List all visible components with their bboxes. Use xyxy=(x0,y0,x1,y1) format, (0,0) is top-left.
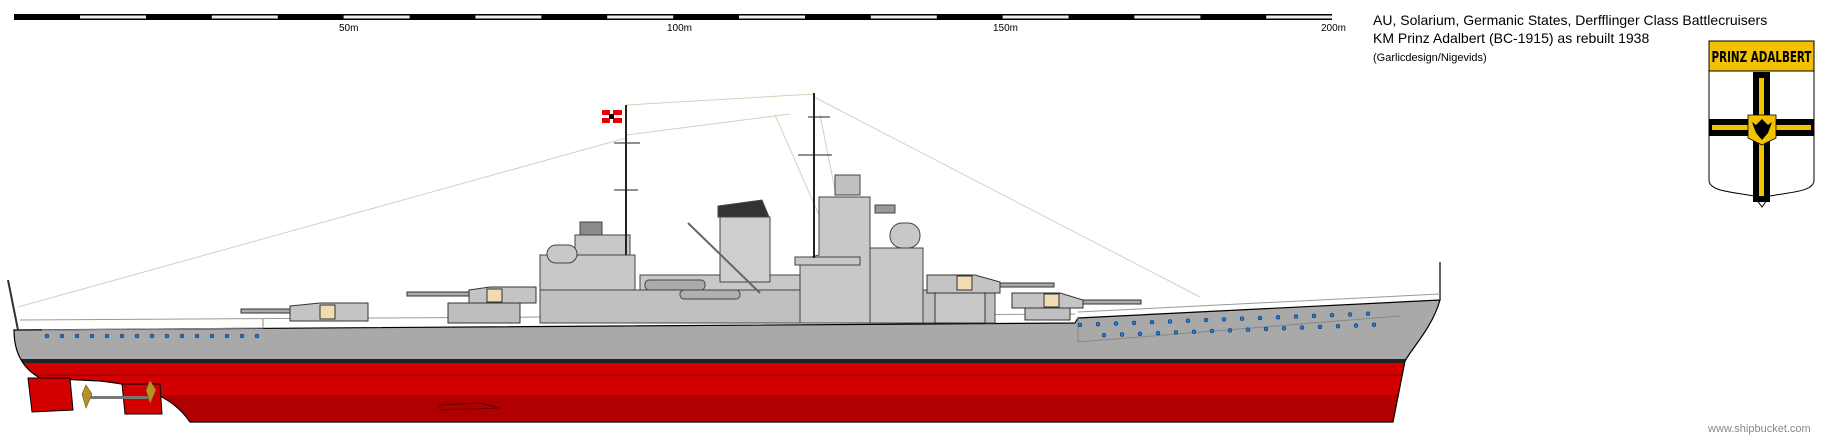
porthole xyxy=(104,333,110,339)
porthole xyxy=(1257,315,1263,321)
porthole xyxy=(1329,312,1335,318)
porthole xyxy=(1347,312,1353,317)
scale-bar-segment xyxy=(607,15,674,19)
porthole xyxy=(74,333,80,339)
scale-bar-segment xyxy=(870,15,937,19)
scale-label-100m: 100m xyxy=(667,23,692,34)
porthole xyxy=(1095,321,1101,327)
porthole xyxy=(1149,319,1155,325)
porthole xyxy=(1155,330,1161,336)
porthole xyxy=(209,333,215,339)
porthole xyxy=(1101,332,1107,338)
funnel-cap xyxy=(717,199,770,218)
ship-crest: PRINZ ADALBERT xyxy=(1708,40,1815,208)
rudders-and-propellers xyxy=(27,377,163,415)
porthole xyxy=(1335,323,1341,329)
porthole xyxy=(224,333,230,339)
main-director xyxy=(834,174,861,196)
turret-bruno xyxy=(926,274,1055,324)
porthole xyxy=(1239,316,1245,321)
porthole xyxy=(1365,311,1371,317)
porthole xyxy=(119,333,125,339)
scale-label-150m: 150m xyxy=(993,23,1018,34)
porthole xyxy=(1185,318,1191,323)
masts xyxy=(614,93,832,258)
scale-bar-segment xyxy=(475,15,542,19)
porthole xyxy=(1221,317,1227,322)
scale-bar-segment xyxy=(1134,15,1201,19)
portholes xyxy=(44,311,1377,339)
turret-anton xyxy=(1011,292,1142,321)
naval-ensign-flag xyxy=(602,110,622,123)
porthole xyxy=(1275,315,1281,320)
scale-label-50m: 50m xyxy=(339,23,358,34)
porthole xyxy=(164,333,170,339)
porthole xyxy=(1353,323,1359,328)
stern-flagstaff xyxy=(7,279,19,331)
scale-bar-segment xyxy=(80,15,146,19)
scale-bar-segment xyxy=(1266,15,1333,19)
boat-crane xyxy=(687,222,761,294)
porthole xyxy=(1119,332,1125,337)
superstructure xyxy=(539,174,996,324)
porthole xyxy=(44,333,50,339)
turret-dora xyxy=(240,302,369,322)
porthole xyxy=(1113,321,1119,326)
porthole xyxy=(1281,326,1287,331)
porthole xyxy=(194,333,200,339)
aft-rangefinder-dome xyxy=(889,222,921,249)
porthole xyxy=(1311,313,1317,319)
porthole xyxy=(1209,328,1215,334)
porthole xyxy=(1167,319,1173,324)
porthole xyxy=(134,333,140,339)
porthole xyxy=(1263,326,1269,332)
porthole xyxy=(1077,322,1083,328)
scale-bar-segment xyxy=(1002,15,1069,19)
porthole xyxy=(254,333,260,339)
porthole xyxy=(1227,328,1233,333)
porthole xyxy=(1317,324,1323,330)
propeller-icon xyxy=(145,379,157,405)
credit-line: (Garlicdesign/Nigevids) xyxy=(1373,52,1487,64)
propeller-icon xyxy=(81,384,93,409)
porthole xyxy=(1299,325,1305,330)
porthole xyxy=(1137,331,1143,337)
porthole xyxy=(1245,327,1251,332)
porthole xyxy=(1131,320,1137,326)
funnel xyxy=(719,216,771,283)
porthole xyxy=(179,333,185,339)
porthole xyxy=(1173,330,1179,335)
scale-bar: 50m 100m 150m 200m xyxy=(14,14,1346,34)
porthole xyxy=(239,333,245,339)
porthole xyxy=(1191,329,1197,334)
title-line-2: KM Prinz Adalbert (BC-1915) as rebuilt 1… xyxy=(1373,30,1649,46)
scale-bar-segment xyxy=(739,15,805,19)
scale-label-200m: 200m xyxy=(1321,23,1346,34)
porthole xyxy=(149,333,155,339)
porthole xyxy=(89,333,95,339)
crest-banner-text: PRINZ ADALBERT xyxy=(1712,48,1813,66)
porthole xyxy=(1203,317,1209,323)
turret-caesar xyxy=(406,286,537,324)
porthole xyxy=(1371,322,1377,328)
title-line-1: AU, Solarium, Germanic States, Derffling… xyxy=(1373,12,1767,28)
watermark: www.shipbucket.com xyxy=(1707,423,1811,435)
scale-bar-segment xyxy=(343,15,410,19)
porthole xyxy=(59,333,65,339)
porthole xyxy=(1293,314,1299,319)
scale-bar-segment xyxy=(211,15,278,19)
